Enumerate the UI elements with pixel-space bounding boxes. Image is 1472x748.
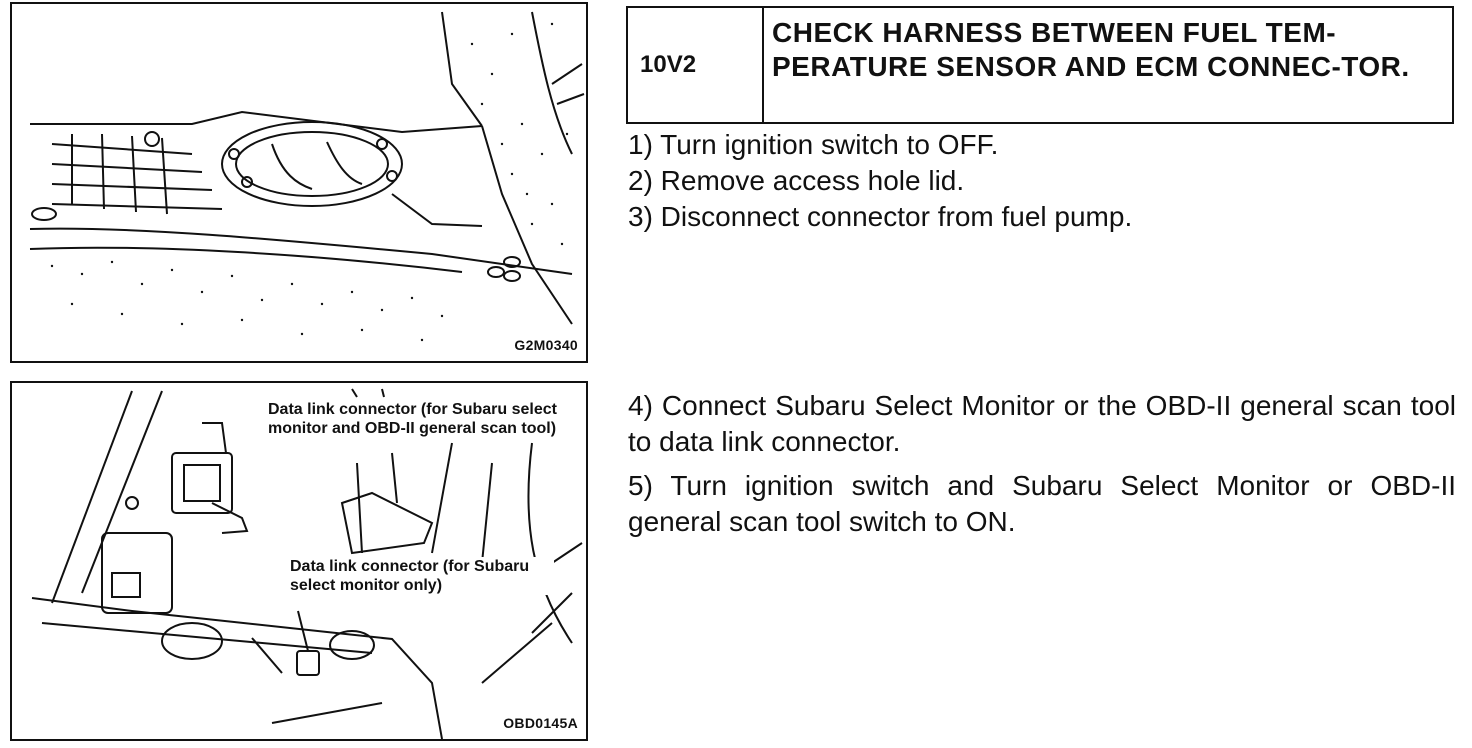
figure-access-hole-lid: G2M0340 bbox=[10, 2, 588, 363]
figure-code: OBD0145A bbox=[503, 715, 578, 731]
instruction-list-a: 1) Turn ignition switch to OFF. 2) Remov… bbox=[628, 127, 1448, 235]
figure-data-link-connector: Data link connector (for Subaru select m… bbox=[10, 381, 588, 741]
instruction-list-b: 4) Connect Subaru Select Monitor or the … bbox=[628, 388, 1456, 548]
callout-data-link-connector-main: Data link connector (for Subaru select m… bbox=[266, 400, 580, 438]
instruction-item: 5) Turn ignition switch and Subaru Selec… bbox=[628, 470, 1456, 537]
step-title: CHECK HARNESS BETWEEN FUEL TEM-PERATURE … bbox=[772, 17, 1410, 82]
data-link-connector-illustration bbox=[31, 388, 583, 739]
instruction-item: 2) Remove access hole lid. bbox=[628, 165, 965, 196]
instruction-item: 3) Disconnect connector from fuel pump. bbox=[628, 201, 1133, 232]
figure-code: G2M0340 bbox=[514, 337, 578, 353]
callout-data-link-connector-select-monitor: Data link connector (for Subaru select m… bbox=[288, 557, 554, 595]
instruction-item: 4) Connect Subaru Select Monitor or the … bbox=[628, 390, 1456, 457]
instruction-item: 1) Turn ignition switch to OFF. bbox=[628, 129, 999, 160]
step-header: 10V2 CHECK HARNESS BETWEEN FUEL TEM-PERA… bbox=[626, 6, 1454, 124]
access-hole-lid-illustration bbox=[29, 11, 585, 342]
step-code: 10V2 bbox=[628, 8, 764, 122]
